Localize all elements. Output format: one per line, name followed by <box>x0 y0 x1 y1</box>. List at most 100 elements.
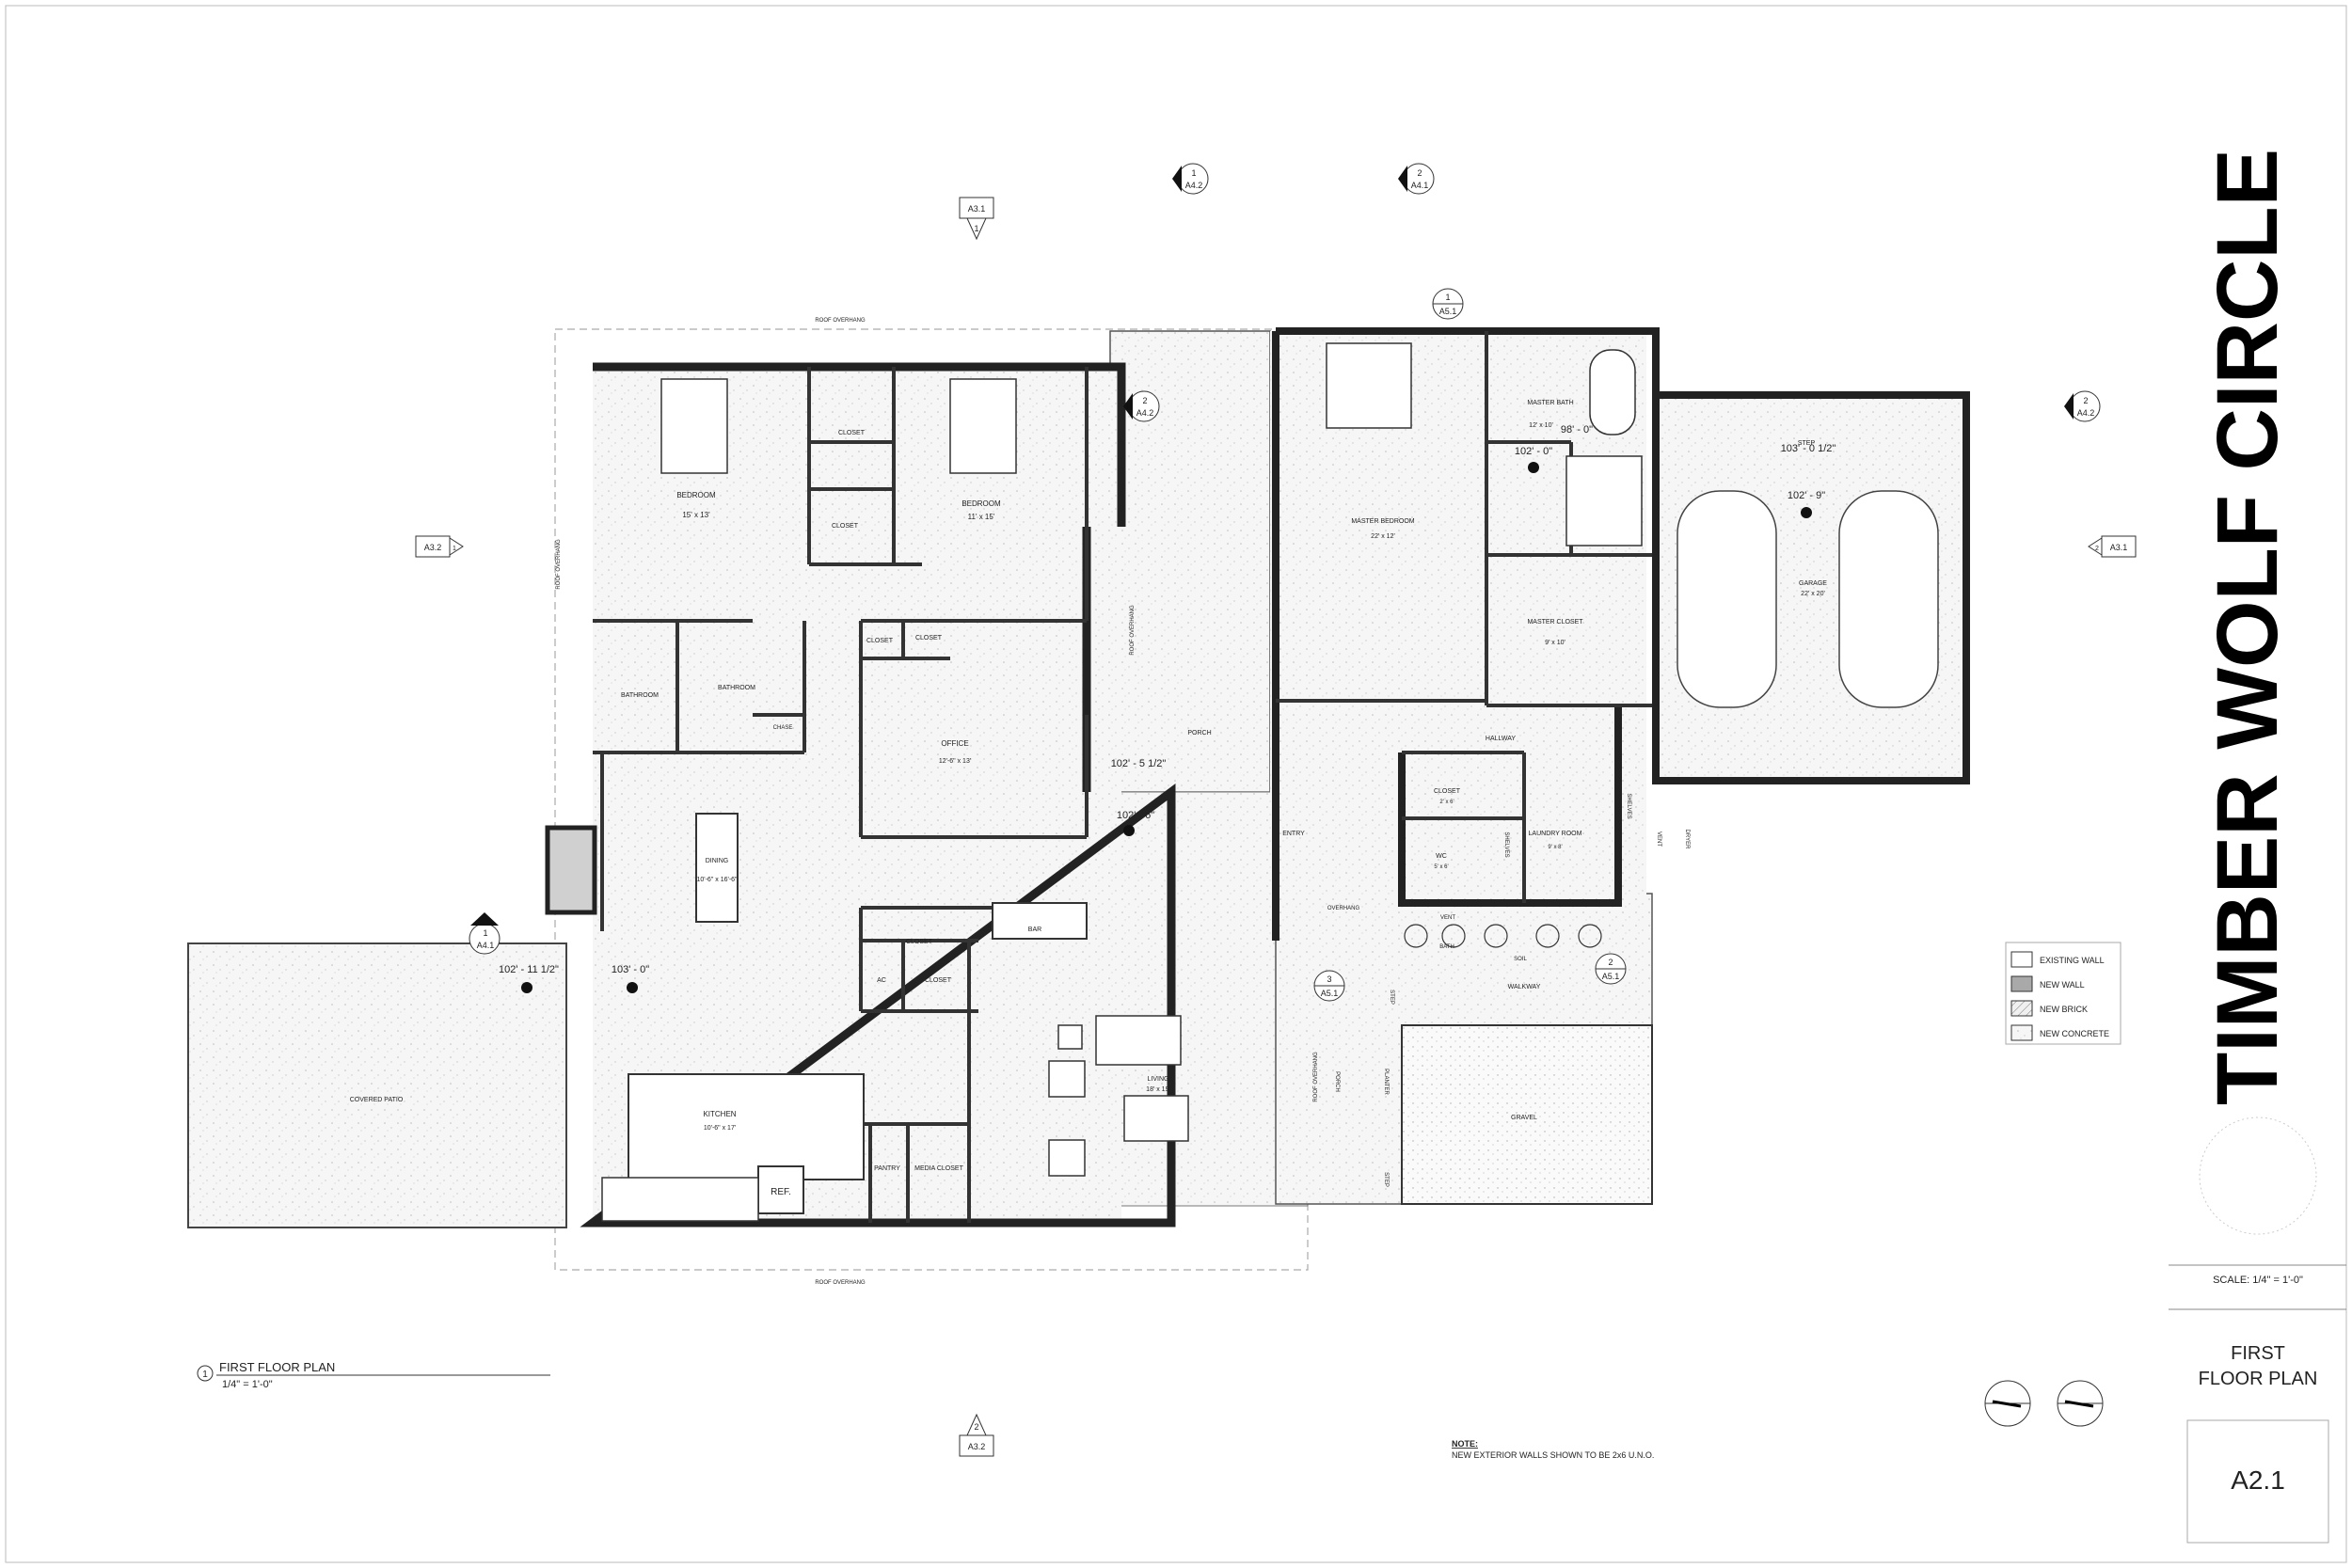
chase-label: CHASE <box>773 725 793 731</box>
svg-text:2: 2 <box>2083 396 2088 405</box>
kitchen-name: KITCHEN <box>703 1110 736 1118</box>
bathroom-label: BATHROOM <box>718 685 755 691</box>
gravel-area <box>1401 1024 1653 1205</box>
bedroom1-name: BEDROOM <box>676 491 716 499</box>
closet-label: CLOSET <box>838 430 866 436</box>
svg-text:1: 1 <box>1191 168 1196 178</box>
north-arrow-icon <box>1984 1380 2104 1427</box>
planter-label: PLANTER <box>1383 1069 1389 1095</box>
detail-tag: 2 A5.1 <box>1595 953 1627 985</box>
svg-text:A4.1: A4.1 <box>1411 181 1429 190</box>
svg-text:A4.2: A4.2 <box>1185 181 1203 190</box>
bathroom-label: BATHROOM <box>621 692 659 699</box>
soil-label: SOIL <box>1514 957 1527 962</box>
legend-label: NEW CONCRETE <box>2040 1029 2109 1038</box>
legend-label: NEW BRICK <box>2040 1005 2088 1014</box>
sofa <box>1095 1015 1182 1066</box>
step-label: STEP <box>1389 990 1394 1005</box>
note-text: NEW EXTERIOR WALLS SHOWN TO BE 2x6 U.N.O… <box>1452 1450 1654 1460</box>
svg-text:2: 2 <box>1142 396 1147 405</box>
svg-text:A3.2: A3.2 <box>424 543 442 552</box>
shrubs <box>1404 924 1602 948</box>
side-table <box>1057 1024 1083 1050</box>
master-wing-exterior-wall <box>1272 327 1660 941</box>
step-label: STEP <box>1383 1172 1389 1187</box>
elevation-label: 103' - 0 1/2" <box>1781 443 1836 454</box>
laundry-name: LAUNDRY ROOM <box>1529 831 1582 837</box>
hall-closet-size: 2' x 6' <box>1439 800 1454 805</box>
elevation-label: 102' - 6" <box>1117 810 1154 821</box>
fireplace-bump <box>545 825 597 915</box>
sheet-border <box>5 5 2347 1563</box>
shelves-label: SHELVES <box>1503 832 1509 857</box>
porch-label: PORCH <box>1187 730 1211 736</box>
closet-label: CLOSET <box>866 638 894 644</box>
pantry-label: PANTRY <box>874 1165 900 1172</box>
svg-text:2: 2 <box>1608 958 1613 967</box>
legend-swatch-new-concrete <box>2010 1024 2033 1041</box>
elevation-target-icon <box>521 982 532 993</box>
kitchen-counter <box>601 1177 759 1222</box>
dryer-vent-label: VENT <box>1656 832 1661 847</box>
legend-swatch-existing-wall <box>2010 951 2033 968</box>
office-size: 12'-6" x 13' <box>939 758 971 765</box>
gravel-label: GRAVEL <box>1511 1115 1537 1121</box>
svg-text:2: 2 <box>1417 168 1422 178</box>
legend-label: NEW WALL <box>2040 980 2085 990</box>
wc-size: 5' x 6' <box>1434 864 1448 870</box>
sheet-name-line1: FIRST <box>2231 1343 2285 1364</box>
master-bedroom-name: MASTER BEDROOM <box>1351 518 1414 525</box>
elevation-label: 102' - 11 1/2" <box>499 964 559 975</box>
walkway-label: WALKWAY <box>1508 984 1541 990</box>
elevation-tag: 2 A4.2 <box>1123 390 1160 422</box>
svg-text:2: 2 <box>2095 546 2099 552</box>
svg-text:1: 1 <box>453 546 456 552</box>
bedroom2-size: 11' x 15' <box>968 513 995 521</box>
elevation-tag: 2 A4.1 <box>1398 163 1435 195</box>
elevation-label: 102' - 0" <box>1515 446 1552 457</box>
bar-label: BAR <box>1028 927 1041 933</box>
roof-overhang-left: ROOF OVERHANG <box>556 539 562 590</box>
roof-overhang-bottom: ROOF OVERHANG <box>815 1280 866 1286</box>
garage-name: GARAGE <box>1799 580 1827 587</box>
svg-text:A3.2: A3.2 <box>968 1442 986 1451</box>
closet-label: CLOSET <box>915 635 943 641</box>
legend-swatch-new-brick <box>2010 1000 2033 1017</box>
west-interior-walls <box>593 367 1089 1223</box>
elevation-tag: 1 A4.2 <box>1172 163 1209 195</box>
garage-cars <box>1677 490 1939 708</box>
covered-patio-label: COVERED PATIO <box>350 1097 404 1103</box>
roof-labels: ROOF OVERHANG ROOF OVERHANG ROOF OVERHAN… <box>556 318 1319 1286</box>
detail-tag: 1 A5.1 <box>1432 288 1464 320</box>
roof-overhang-porch: ROOF OVERHANG <box>1313 1052 1319 1102</box>
svg-text:2: 2 <box>974 1422 978 1432</box>
general-note: NOTE: NEW EXTERIOR WALLS SHOWN TO BE 2x6… <box>1452 1439 1654 1460</box>
hall-closet-name: CLOSET <box>1434 788 1461 795</box>
elevation-target-icon <box>1123 825 1135 836</box>
bathtub <box>1589 349 1636 436</box>
armchair <box>1048 1060 1086 1098</box>
hallway-label: HALLWAY <box>1486 736 1516 742</box>
armchair <box>1048 1139 1086 1177</box>
elevation-label: 102' - 9" <box>1788 490 1825 501</box>
drawing-name: FIRST FLOOR PLAN <box>219 1360 335 1374</box>
master-closet-name: MASTER CLOSET <box>1527 619 1583 626</box>
section-tag-a31-right: 2 A3.1 <box>2088 535 2137 558</box>
title-block-circle <box>2199 1117 2317 1235</box>
bed <box>949 378 1017 474</box>
living-size: 18' x 19' <box>1146 1086 1170 1093</box>
covered-patio-slab <box>187 942 567 1228</box>
laundry-size: 9' x 8' <box>1548 845 1562 850</box>
dining-table <box>695 813 739 923</box>
master-bath-size: 12' x 10' <box>1529 422 1553 429</box>
coffee-table <box>1123 1095 1189 1142</box>
elevation-target-icon <box>1528 462 1539 473</box>
project-title: TIMBER WOLF CIRCLE <box>2200 149 2296 1105</box>
drawing-title: 1 FIRST FLOOR PLAN 1/4" = 1'-0" <box>197 1360 550 1390</box>
closet-label: CLOSET <box>906 939 933 945</box>
section-tag-a31-top: A3.1 1 <box>959 197 994 241</box>
legend-panel: EXISTING WALL NEW WALL NEW BRICK NEW CON… <box>2005 942 2122 1045</box>
svg-text:A5.1: A5.1 <box>1602 972 1620 981</box>
detail-tag: 3 A5.1 <box>1313 970 1345 1002</box>
svg-text:3: 3 <box>1327 974 1331 984</box>
